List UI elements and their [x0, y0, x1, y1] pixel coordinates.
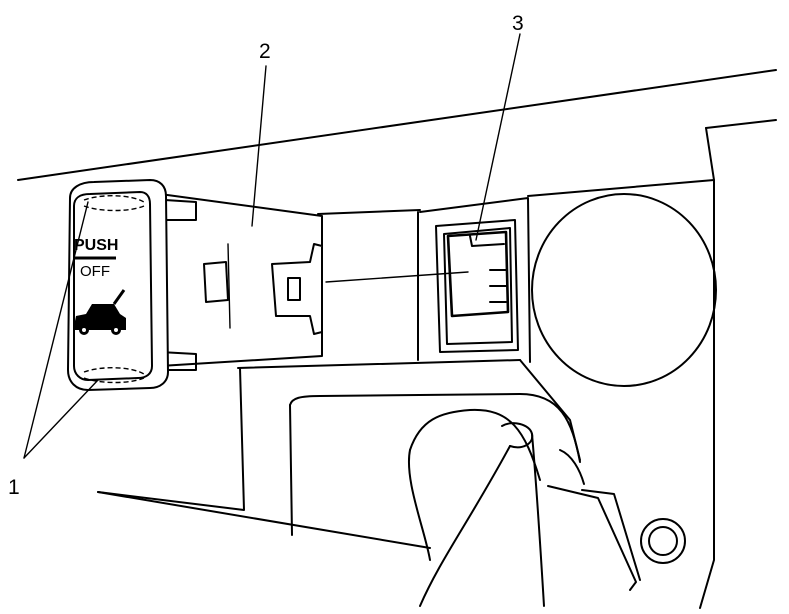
dashboard-panel — [17, 69, 777, 609]
push-label: PUSH — [74, 237, 118, 254]
trunk-open-car-icon — [74, 289, 126, 335]
leader-2 — [251, 65, 267, 227]
callout-3: 3 — [512, 12, 524, 35]
switch-face: PUSH OFF — [74, 237, 126, 335]
connector-socket — [435, 219, 519, 353]
leader-3 — [475, 33, 521, 241]
leader-1-lower — [23, 379, 99, 459]
leader-1-upper — [23, 201, 89, 459]
lower-clip-outline — [83, 367, 145, 375]
upper-clip-outline — [83, 195, 145, 203]
leader-lines — [23, 33, 521, 459]
switch-bezel — [67, 179, 169, 391]
callout-2: 2 — [259, 40, 271, 63]
off-label: OFF — [80, 263, 110, 280]
switch-body — [159, 193, 323, 371]
lower-bracket — [289, 393, 641, 607]
leader-socket — [325, 271, 469, 283]
round-opening — [531, 193, 717, 564]
callout-1: 1 — [8, 476, 20, 499]
